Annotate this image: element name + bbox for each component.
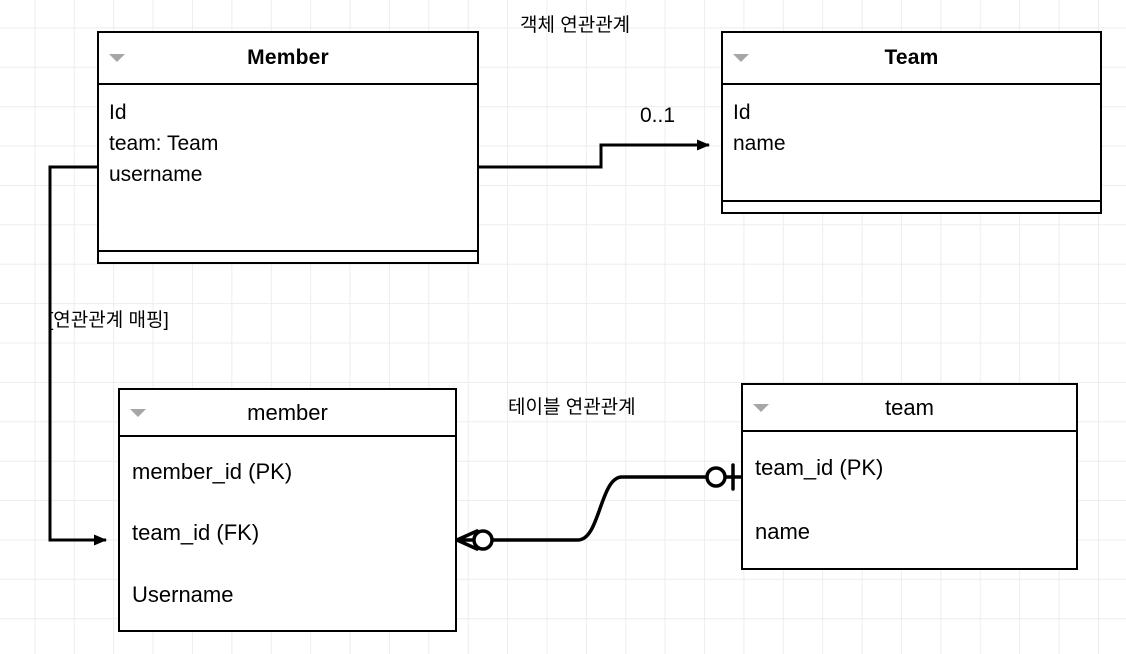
er-table-member[interactable]: member member_id (PK) team_id (FK) Usern…	[118, 388, 457, 632]
er-table-member-columns: member_id (PK) team_id (FK) Username	[120, 437, 455, 630]
object-association-label: 객체 연관관계	[520, 15, 631, 36]
uml-attribute: username	[109, 163, 203, 186]
uml-class-team-attributes: Id name	[723, 85, 1100, 202]
uml-class-member-title: Member	[247, 46, 329, 69]
er-table-team-header: team	[743, 385, 1076, 432]
uml-class-member-attributes: Id team: Team username	[99, 85, 477, 252]
table-association-label: 테이블 연관관계	[508, 397, 636, 418]
er-column: Username	[132, 582, 234, 608]
chevron-down-icon[interactable]	[753, 403, 769, 412]
er-table-member-header: member	[120, 390, 455, 437]
er-table-member-title: member	[247, 399, 328, 425]
er-table-team-columns: team_id (PK) name	[743, 432, 1076, 568]
association-mapping-label: [연관관계 매핑]	[48, 310, 169, 331]
multiplicity-label: 0..1	[640, 104, 676, 127]
uml-class-member-header: Member	[99, 33, 477, 85]
er-column: team_id (PK)	[755, 455, 884, 480]
er-column: name	[755, 519, 811, 544]
er-column: member_id (PK)	[132, 458, 293, 484]
uml-class-member-methods	[99, 252, 477, 262]
uml-class-team-header: Team	[723, 33, 1100, 85]
uml-association-connector	[479, 139, 710, 169]
er-table-team-title: team	[885, 394, 934, 420]
uml-attribute: Id	[109, 101, 127, 124]
uml-class-team-methods	[723, 202, 1100, 212]
uml-attribute: team: Team	[109, 132, 219, 155]
er-table-team[interactable]: team team_id (PK) name	[741, 383, 1078, 570]
chevron-down-icon[interactable]	[733, 54, 749, 62]
chevron-down-icon[interactable]	[130, 408, 146, 417]
uml-class-team-title: Team	[884, 46, 939, 69]
uml-attribute: name	[733, 132, 786, 155]
chevron-down-icon[interactable]	[109, 54, 125, 62]
er-column: team_id (FK)	[132, 520, 260, 546]
crows-foot-connector	[455, 463, 741, 551]
uml-class-member[interactable]: Member Id team: Team username	[97, 31, 479, 264]
uml-class-team[interactable]: Team Id name	[721, 31, 1102, 214]
uml-attribute: Id	[733, 101, 751, 124]
